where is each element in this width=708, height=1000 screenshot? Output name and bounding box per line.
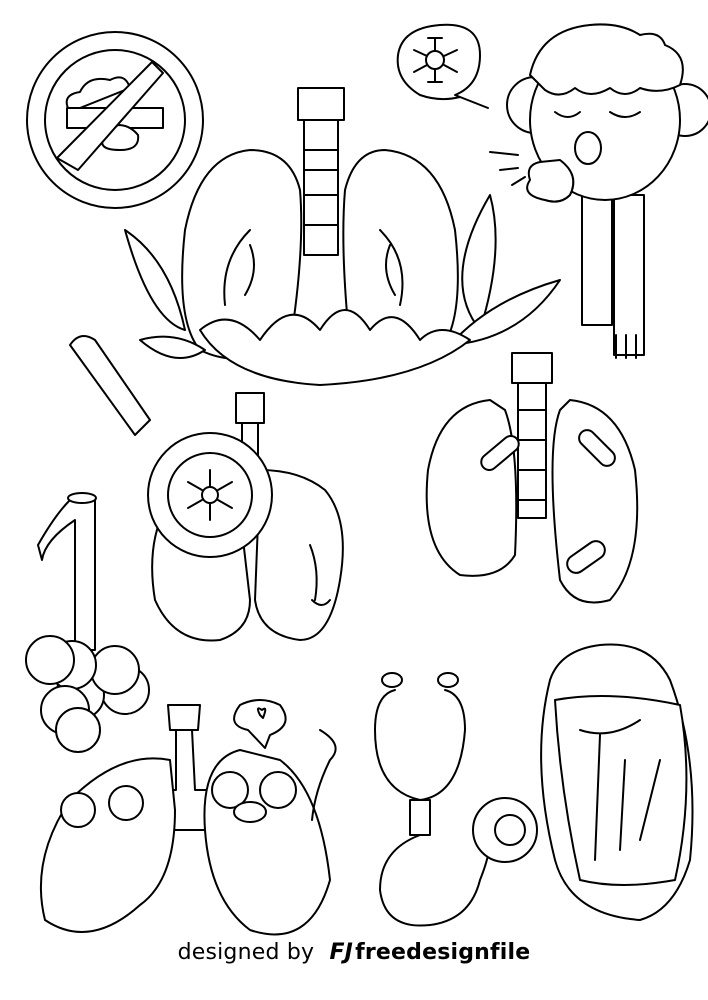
bronchiole-alveoli-icon [25, 492, 150, 753]
magnifier-lungs-icon [69, 335, 344, 642]
no-smoking-sign-icon [26, 31, 204, 209]
cartoon-lungs-icon [39, 699, 337, 936]
stethoscope-icon [374, 672, 538, 927]
footer-prefix: designed by [177, 940, 315, 965]
footer-credit: designed by FJfreedesignfile [0, 940, 708, 965]
freedesignfile-logo-icon: FJ [329, 940, 354, 965]
footer-brand: freedesignfile [355, 940, 531, 965]
virus-speech-bubble-icon [396, 23, 489, 109]
lungs-with-leaves-icon [124, 87, 561, 386]
coughing-boy-icon [489, 23, 708, 359]
face-mask-icon [540, 643, 694, 921]
bandaged-lungs-icon [425, 352, 639, 604]
